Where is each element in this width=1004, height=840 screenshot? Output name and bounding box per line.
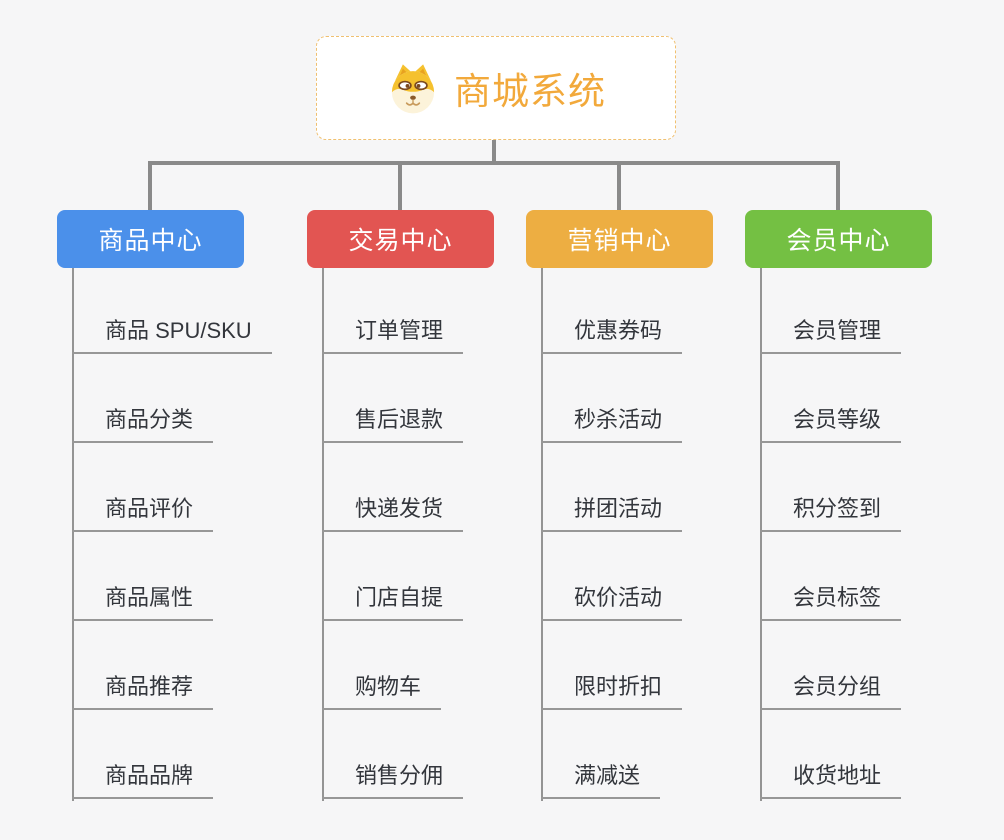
leaf-node[interactable]: 拼团活动 [541,495,683,532]
leaf-node[interactable]: 商品评价 [72,495,214,532]
dog-face-icon [386,61,440,115]
branch-node-product-center[interactable]: 商品中心 [57,210,244,268]
root-node[interactable]: 商城系统 [316,36,676,140]
branch-label: 会员中心 [786,227,891,255]
connector-bus [148,161,840,165]
leaf-node[interactable]: 会员分组 [760,673,902,710]
leaf-node[interactable]: 收货地址 [760,762,902,799]
branch-column-member: 会员中心 会员管理 会员等级 积分签到 会员标签 会员分组 收货地址 [745,210,985,820]
connector-spine-marketing [541,268,543,801]
connector-drop-marketing [617,161,621,210]
leaf-node[interactable]: 订单管理 [322,317,464,354]
root-title: 商城系统 [454,71,606,112]
leaf-node[interactable]: 会员标签 [760,584,902,621]
branch-label: 交易中心 [348,227,453,255]
leaf-node[interactable]: 商品 SPU/SKU [72,317,272,354]
branch-column-product: 商品中心 商品 SPU/SKU 商品分类 商品评价 商品属性 商品推荐 商品品牌 [57,210,297,820]
leaf-node[interactable]: 门店自提 [322,584,464,621]
branch-node-trade-center[interactable]: 交易中心 [307,210,494,268]
leaf-node[interactable]: 限时折扣 [541,673,683,710]
leaf-node[interactable]: 销售分佣 [322,762,464,799]
leaf-node[interactable]: 会员管理 [760,317,902,354]
branch-node-member-center[interactable]: 会员中心 [745,210,932,268]
branch-label: 商品中心 [98,227,203,255]
branch-column-trade: 交易中心 订单管理 售后退款 快递发货 门店自提 购物车 销售分佣 [307,210,547,820]
leaf-node[interactable]: 商品推荐 [72,673,214,710]
leaf-node[interactable]: 商品分类 [72,406,214,443]
branch-label: 营销中心 [567,227,672,255]
leaf-node[interactable]: 积分签到 [760,495,902,532]
leaf-node[interactable]: 商品品牌 [72,762,214,799]
leaf-node[interactable]: 优惠券码 [541,317,683,354]
connector-drop-member [836,161,840,210]
connector-spine-member [760,268,762,801]
leaf-node[interactable]: 满减送 [541,762,661,799]
leaf-node[interactable]: 快递发货 [322,495,464,532]
connector-drop-trade [398,161,402,210]
branch-column-marketing: 营销中心 优惠券码 秒杀活动 拼团活动 砍价活动 限时折扣 满减送 [526,210,766,820]
leaf-node[interactable]: 售后退款 [322,406,464,443]
leaf-node[interactable]: 秒杀活动 [541,406,683,443]
connector-root-stem [492,138,496,164]
connector-drop-product [148,161,152,210]
leaf-node[interactable]: 砍价活动 [541,584,683,621]
leaf-node[interactable]: 购物车 [322,673,442,710]
leaf-node[interactable]: 商品属性 [72,584,214,621]
connector-spine-trade [322,268,324,801]
branch-node-marketing-center[interactable]: 营销中心 [526,210,713,268]
leaf-node[interactable]: 会员等级 [760,406,902,443]
connector-spine-product [72,268,74,801]
